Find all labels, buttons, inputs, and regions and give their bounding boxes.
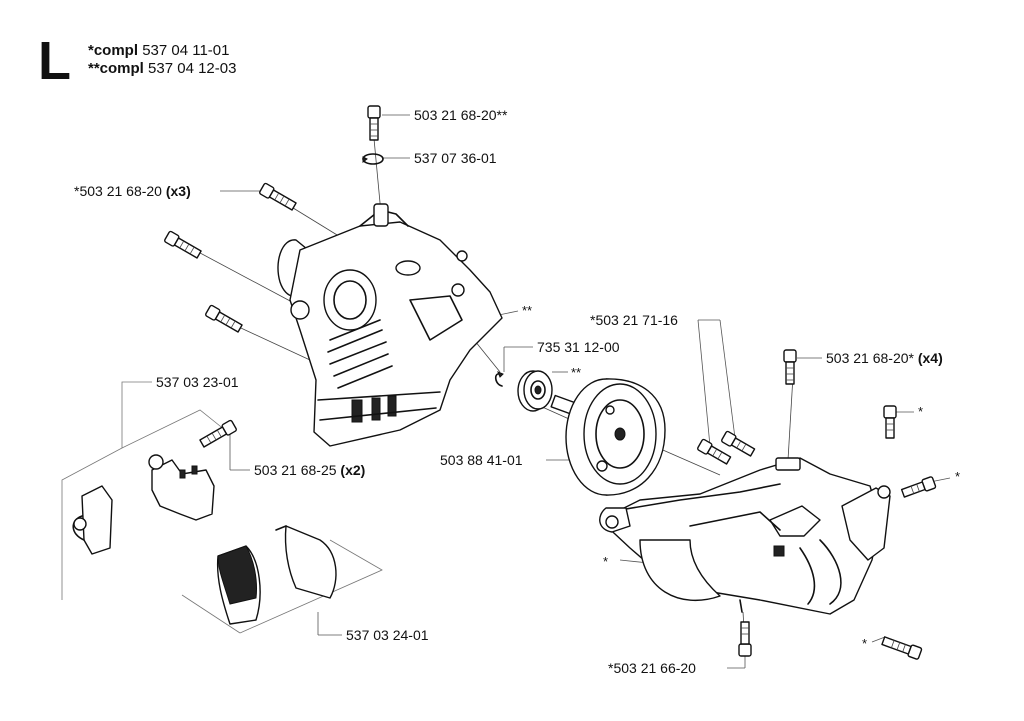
assembly-number-2: 537 04 12-03: [148, 60, 237, 77]
label-screws-x4-qty: (x4): [917, 350, 943, 366]
label-screws-x2-qty: (x2): [340, 462, 366, 478]
marker-crankcase-right: *: [603, 554, 609, 569]
label-537-03-24-01: 537 03 24-01: [346, 627, 429, 643]
label-ring-top: 537 07 36-01: [414, 150, 497, 166]
label-screws-x3-number: *503 21 68-20: [74, 183, 162, 199]
retaining-ring-top: [362, 153, 384, 165]
screw-x2: [199, 419, 237, 448]
screw-x4-pair-a: [697, 438, 732, 465]
marker-bearing: **: [571, 365, 582, 380]
label-537-03-23-01: 537 03 23-01: [156, 374, 239, 390]
assembly-number-1: 537 04 11-01: [142, 42, 230, 59]
assembly-line-1: *compl 537 04 11-01: [88, 42, 230, 59]
marker-crankcase-left: **: [522, 303, 533, 318]
label-screw-top: 503 21 68-20**: [414, 107, 508, 123]
bracket-frames: [61, 381, 383, 634]
label-crankshaft: 503 88 41-01: [440, 452, 523, 468]
screw-x3-b: [164, 230, 202, 259]
bearing-shell-pair: [216, 525, 337, 625]
assembly-prefix-1: *compl: [88, 42, 139, 59]
screw-x4-upright: [783, 349, 797, 385]
assembly-line-2: **compl 537 04 12-03: [88, 60, 236, 77]
screw-x3-c: [205, 304, 243, 333]
bearing-cap-upper-pair: [72, 454, 215, 555]
bearing: [517, 370, 553, 412]
crankshaft: [550, 378, 666, 496]
crankcase-left-half: [277, 203, 503, 447]
screw-x4-pair-b: [721, 430, 756, 457]
label-screws-x4-number: 503 21 68-20*: [826, 350, 914, 366]
screw-upright-marker: [883, 405, 897, 439]
label-screw-71-16: *503 21 71-16: [590, 312, 678, 328]
screw-66-20: [738, 621, 752, 657]
marker-bottom-screw: *: [862, 636, 868, 651]
circlip: [494, 371, 504, 387]
crankcase-right-half: [599, 457, 891, 615]
label-screws-x3: *503 21 68-20 (x3): [74, 183, 191, 199]
label-screws-x2: 503 21 68-25 (x2): [254, 462, 365, 478]
marker-side-screw: *: [955, 469, 961, 484]
screw-x3-a: [259, 182, 297, 211]
label-screws-x2-number: 503 21 68-25: [254, 462, 337, 478]
screw-top: [367, 105, 381, 141]
label-screws-x4: 503 21 68-20* (x4): [826, 350, 943, 366]
label-circlip: 735 31 12-00: [537, 339, 620, 355]
screw-side-marker: [900, 476, 937, 498]
marker-upright-screw: *: [918, 404, 924, 419]
assembly-prefix-2: **compl: [88, 60, 144, 77]
screw-bottom-marker: [881, 636, 923, 660]
label-screw-66-20: *503 21 66-20: [608, 660, 696, 676]
section-letter: L: [38, 31, 71, 91]
label-screws-x3-qty: (x3): [165, 183, 191, 199]
